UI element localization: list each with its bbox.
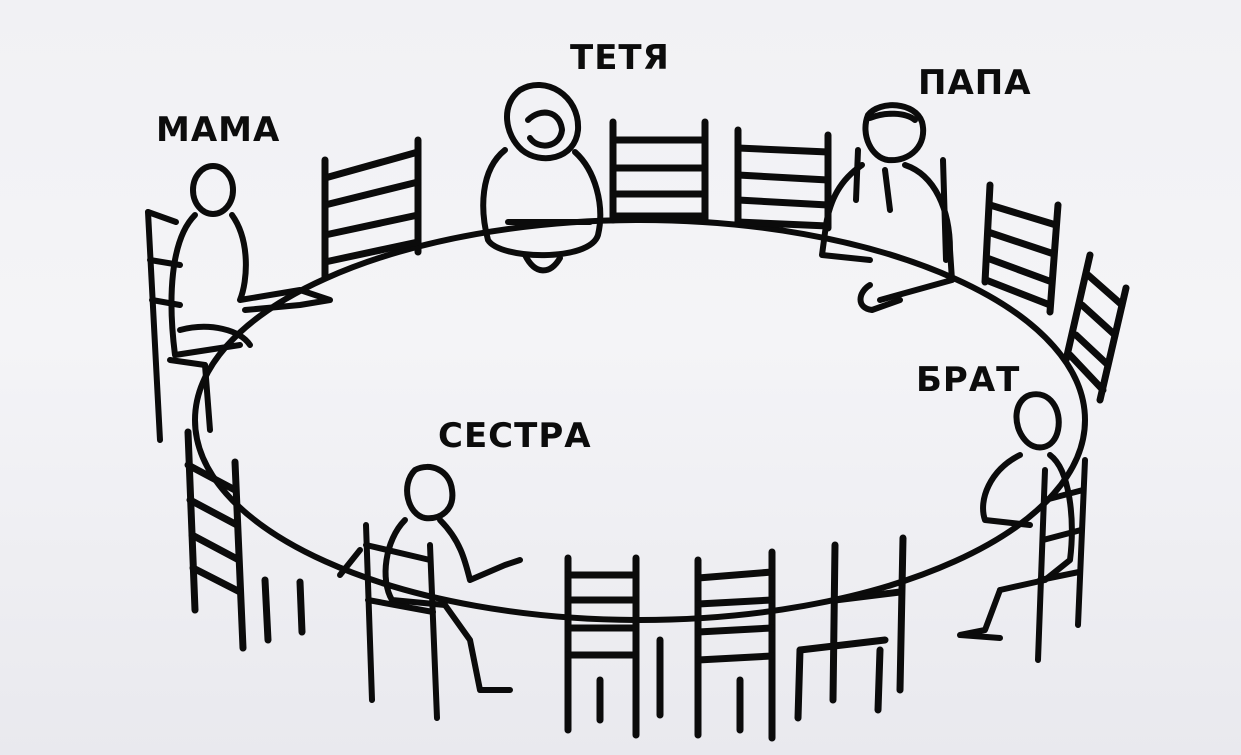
brat-figure bbox=[957, 391, 1088, 663]
empty-chair bbox=[794, 534, 907, 722]
tetya-figure bbox=[480, 82, 604, 274]
papa-figure bbox=[819, 102, 955, 313]
label-brat: БРАТ bbox=[916, 360, 1021, 400]
empty-chair bbox=[981, 181, 1062, 316]
label-mama: МАМА bbox=[156, 110, 281, 150]
empty-chair bbox=[184, 428, 306, 652]
empty-chair bbox=[734, 126, 832, 232]
label-tetya: ТЕТЯ bbox=[570, 38, 670, 78]
round-table bbox=[192, 217, 1088, 623]
empty-chair bbox=[564, 554, 664, 739]
mama-figure bbox=[145, 163, 333, 443]
label-sestra: СЕСТРА bbox=[438, 416, 592, 456]
label-papa: ПАПА bbox=[918, 63, 1032, 103]
empty-chair bbox=[1062, 251, 1130, 404]
empty-chair bbox=[609, 118, 709, 224]
sestra-figure bbox=[337, 463, 523, 721]
empty-chair bbox=[321, 136, 422, 282]
empty-chair bbox=[694, 548, 776, 742]
